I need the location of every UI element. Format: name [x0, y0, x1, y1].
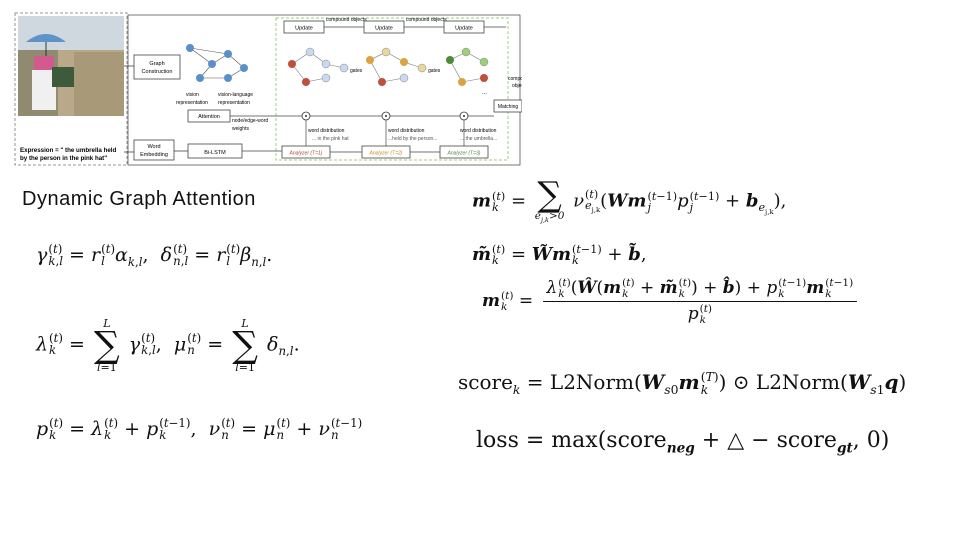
matching-box [493, 99, 522, 113]
input-frame [14, 12, 128, 166]
compound-objects-label-3a: compound [508, 76, 522, 82]
equation-lambda-mu: λ(t)k = L∑l=1 γ(t)k,l, μ(t)n = L∑l=1 δn,… [36, 317, 300, 374]
word-dist-1-line1: word distribution [308, 128, 345, 134]
update-label-3: Update [455, 26, 473, 32]
graph-construction-box [133, 54, 181, 80]
analyzer-label-3: Analyzer (T=3) [447, 151, 481, 157]
analyzer-label-1: Analyzer (T=1) [289, 151, 323, 157]
word-dist-3-line2: ... the umbrella... [460, 136, 497, 142]
compound-objects-label-3b: objects [512, 83, 522, 89]
update-label-2: Update [375, 26, 393, 32]
equation-loss: loss = max(scoreneg + △ − scoregt, 0) [476, 428, 890, 457]
equation-score: scorek = L2Norm(Ws0m(T)k) ⊙ L2Norm(Ws1q) [458, 369, 907, 397]
gates-label-1: gates [350, 68, 363, 74]
matching-label: Matching [498, 104, 519, 110]
vision-rep-label-2: representation [176, 100, 208, 106]
vision-language-label-2: representation [218, 100, 250, 106]
compound-objects-label-2: compound objects [406, 17, 447, 23]
expression-text-line2: by the person in the pink hat" [20, 155, 107, 162]
word-embedding-box [133, 139, 175, 161]
compound-objects-label-1: compound objects [326, 17, 367, 23]
equation-m-tilde: m̃(t)k = W̃m(t−1)k + b̃, [472, 243, 647, 268]
gates-label-2: gates [428, 68, 441, 74]
dynamic-region-frame [275, 17, 509, 161]
attention-label: Attention [198, 114, 220, 120]
graph-construction-label-1: Graph [149, 61, 164, 67]
ellipsis: ... [482, 90, 487, 96]
architecture-diagram: Expression = " the umbrella held by the … [14, 12, 522, 166]
dynamic-graph-1 [288, 47, 349, 86]
update-label-1: Update [295, 26, 313, 32]
bi-lstm-label: Bi-LSTM [204, 150, 226, 156]
initial-graph [186, 44, 248, 82]
dynamic-graph-2 [366, 47, 427, 86]
vision-rep-label-1: vision [186, 92, 199, 98]
word-dist-1-line2: ... in the pink hat [312, 136, 349, 142]
graph-construction-label-2: Construction [142, 69, 173, 75]
word-dist-2-line1: word distribution [388, 128, 425, 134]
word-embedding-label-2: Embedding [140, 152, 168, 158]
word-dist-2-line2: ...held by the person... [388, 136, 437, 142]
expression-text-line1: Expression = " the umbrella held [20, 147, 117, 154]
equation-p-nu: p(t)k = λ(t)k + p(t−1)k, ν(t)n = μ(t)n +… [36, 416, 363, 442]
slide-title: Dynamic Graph Attention [22, 188, 256, 210]
model-frame [127, 14, 521, 166]
node-edge-label-1: node/edge-word [232, 118, 268, 124]
node-edge-label-2: weights [232, 126, 249, 132]
word-embedding-label-1: Word [147, 144, 160, 150]
equation-m-update: m(t)k = λ(t)k(Ŵ(m(t)k + m̃(t)k) + b̂) + … [482, 278, 861, 325]
word-dist-3-line1: word distribution [460, 128, 497, 134]
dynamic-graph-3 [446, 47, 489, 86]
vision-language-label-1: vision-language [218, 92, 253, 98]
input-photo [18, 16, 124, 116]
analyzer-label-2: Analyzer (T=2) [369, 151, 403, 157]
